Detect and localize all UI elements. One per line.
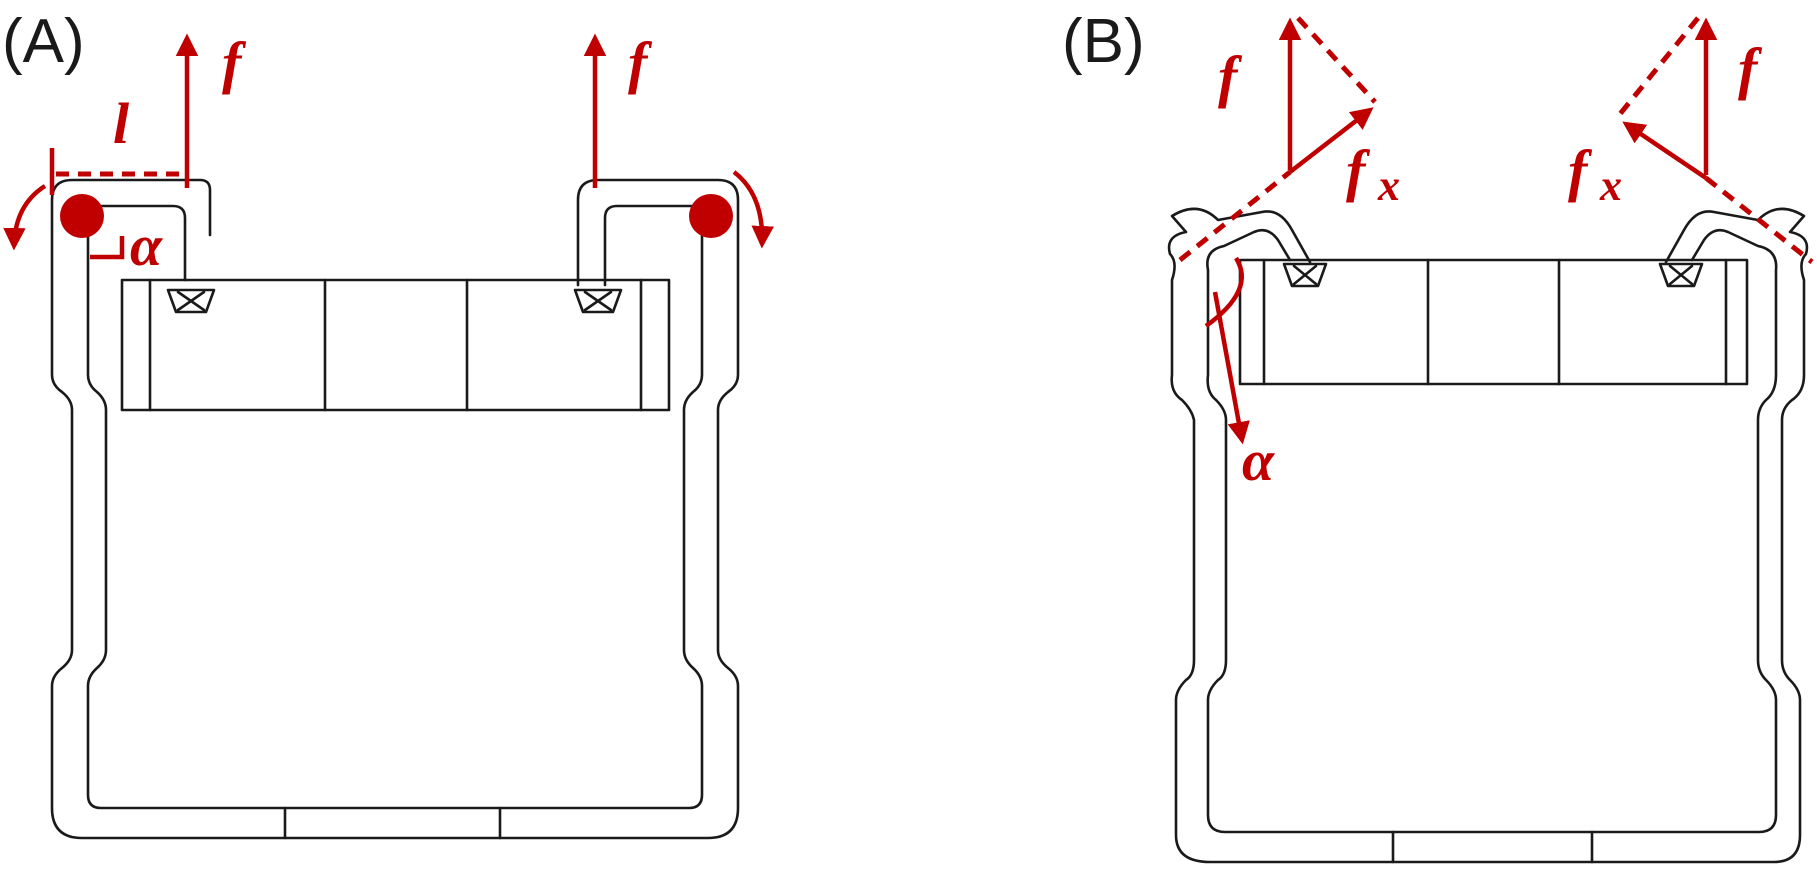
panel-b-component-sub-right: x bbox=[1599, 161, 1622, 210]
panel-b-latch-right bbox=[1658, 262, 1704, 288]
panel-b-angle-label: α bbox=[1242, 428, 1275, 493]
panel-b-triangle-dash-left bbox=[1296, 16, 1377, 104]
panel-b: (B) f f x bbox=[1062, 7, 1814, 864]
panel-a-angle-label: α bbox=[130, 213, 163, 278]
panel-a-clip-inner bbox=[86, 204, 704, 810]
panel-b-force-label-right: f bbox=[1738, 36, 1763, 101]
panel-a-latch-left bbox=[166, 288, 216, 314]
panel-a-label: (A) bbox=[2, 7, 85, 76]
panel-b-latch-left bbox=[1282, 262, 1328, 288]
panel-b-clip-outer bbox=[1167, 207, 1809, 864]
panel-b-angle-arc bbox=[1204, 256, 1244, 328]
panel-b-component-arrow-right bbox=[1622, 121, 1708, 180]
panel-a-rotation-arrow-left bbox=[3, 184, 47, 251]
panel-b-component-sub-left: x bbox=[1377, 161, 1400, 210]
panel-a-device-block bbox=[120, 278, 671, 412]
panel-b-component-label-left: f bbox=[1346, 138, 1371, 203]
panel-a-pivot-right bbox=[689, 194, 733, 238]
panel-b-clip-inner bbox=[1206, 228, 1778, 834]
panel-b-device-block bbox=[1238, 258, 1749, 386]
panel-a-right-angle-marker bbox=[90, 236, 125, 260]
panel-a-force-label-right: f bbox=[628, 30, 653, 95]
panel-b-force-label-left: f bbox=[1218, 44, 1243, 109]
panel-b-angle-arrow bbox=[1212, 291, 1250, 445]
panel-a-clip-outer bbox=[50, 178, 740, 840]
panel-a-force-label-left: f bbox=[222, 30, 247, 95]
panel-b-label: (B) bbox=[1062, 7, 1145, 76]
panel-a: (A) f f bbox=[2, 7, 774, 840]
panel-b-component-arrow-left bbox=[1288, 107, 1374, 174]
panel-b-component-label-right: f bbox=[1568, 138, 1593, 203]
panel-b-triangle-dash-right bbox=[1618, 16, 1700, 116]
panel-b-tangent-dash-right bbox=[1704, 176, 1814, 264]
panel-a-pivot-left bbox=[60, 194, 104, 238]
panel-b-tangent-dash-left bbox=[1178, 170, 1292, 262]
panel-a-length-label: l bbox=[113, 91, 130, 156]
panel-a-latch-right bbox=[573, 288, 623, 314]
panel-a-rotation-arrow-right bbox=[732, 170, 774, 249]
